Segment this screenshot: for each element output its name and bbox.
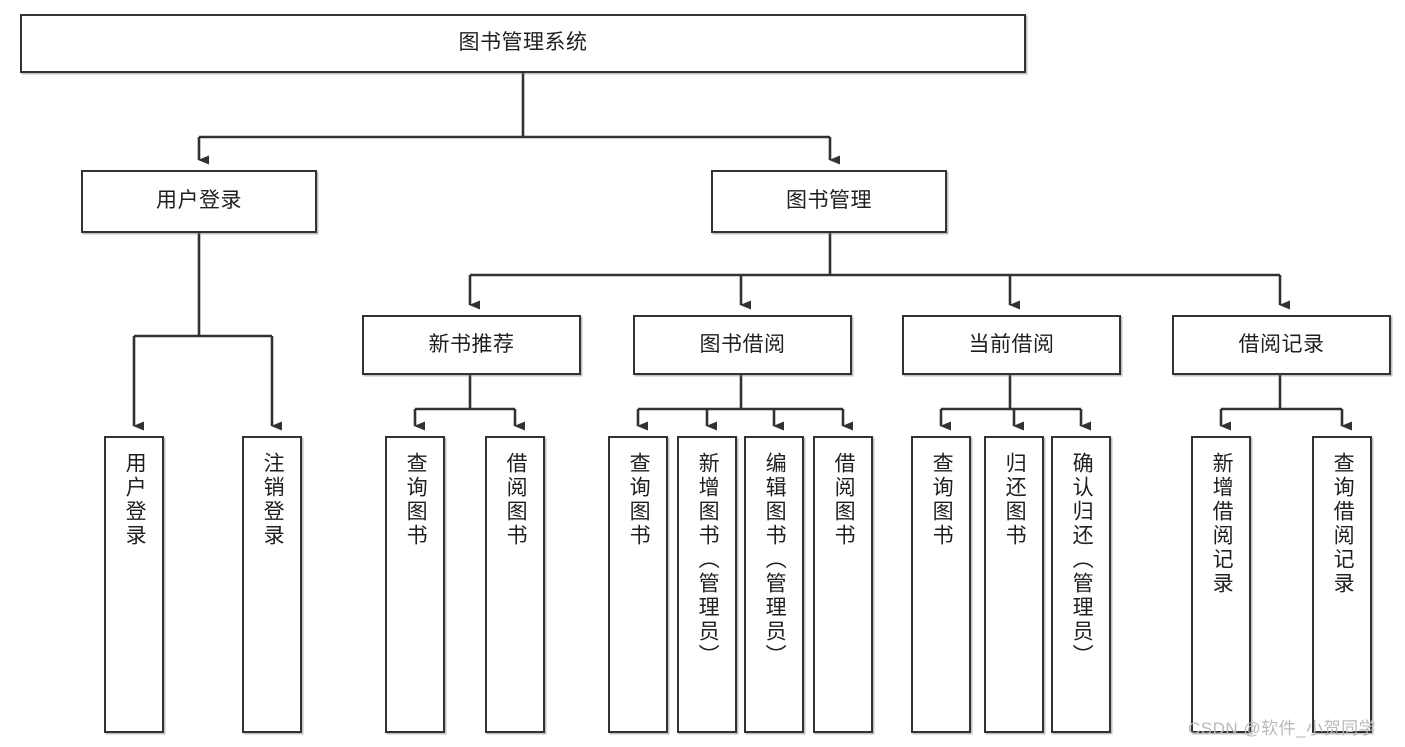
watermark-text: CSDN @软件_小贺同学 [1188,719,1377,738]
leaf-node[interactable]: 编辑图书（管理员） [744,436,804,733]
node-label: 借阅图书 [832,452,856,548]
node-label: 编辑图书（管理员） [763,452,787,668]
node-label: 注销登录 [261,452,285,548]
node-label: 新增借阅记录 [1210,452,1234,596]
node-root-system[interactable]: 图书管理系统 [20,14,1026,73]
node-label: 确认归还（管理员） [1070,452,1094,668]
node-label: 用户登录 [123,452,147,548]
node-label: 图书管理 [786,189,872,213]
node-current-borrow[interactable]: 当前借阅 [902,315,1121,375]
leaf-node[interactable]: 确认归还（管理员） [1051,436,1111,733]
leaf-node[interactable]: 归还图书 [984,436,1044,733]
node-label: 新增图书（管理员） [696,452,720,668]
leaf-node[interactable]: 借阅图书 [485,436,545,733]
node-label: 查询借阅记录 [1331,452,1355,596]
node-borrow-record[interactable]: 借阅记录 [1172,315,1391,375]
node-new-book-recommend[interactable]: 新书推荐 [362,315,581,375]
node-label: 图书管理系统 [458,31,588,55]
leaf-node[interactable]: 借阅图书 [813,436,873,733]
node-label: 查询图书 [627,452,651,548]
leaf-node[interactable]: 用户登录 [104,436,164,733]
leaf-node[interactable]: 查询借阅记录 [1312,436,1372,733]
leaf-node[interactable]: 查询图书 [385,436,445,733]
node-label: 查询图书 [930,452,954,548]
node-label: 借阅图书 [504,452,528,548]
leaf-node[interactable]: 查询图书 [911,436,971,733]
node-book-borrow[interactable]: 图书借阅 [633,315,852,375]
leaf-node[interactable]: 新增借阅记录 [1191,436,1251,733]
node-label: 图书借阅 [699,332,786,356]
leaf-node[interactable]: 注销登录 [242,436,302,733]
node-label: 用户登录 [156,189,242,213]
node-user-login-module[interactable]: 用户登录 [81,170,317,233]
node-label: 新书推荐 [428,332,515,356]
node-label: 借阅记录 [1238,332,1325,356]
node-label: 归还图书 [1003,452,1027,548]
node-book-management-module[interactable]: 图书管理 [711,170,947,233]
leaf-node[interactable]: 查询图书 [608,436,668,733]
node-label: 当前借阅 [968,332,1055,356]
node-label: 查询图书 [404,452,428,548]
leaf-node[interactable]: 新增图书（管理员） [677,436,737,733]
